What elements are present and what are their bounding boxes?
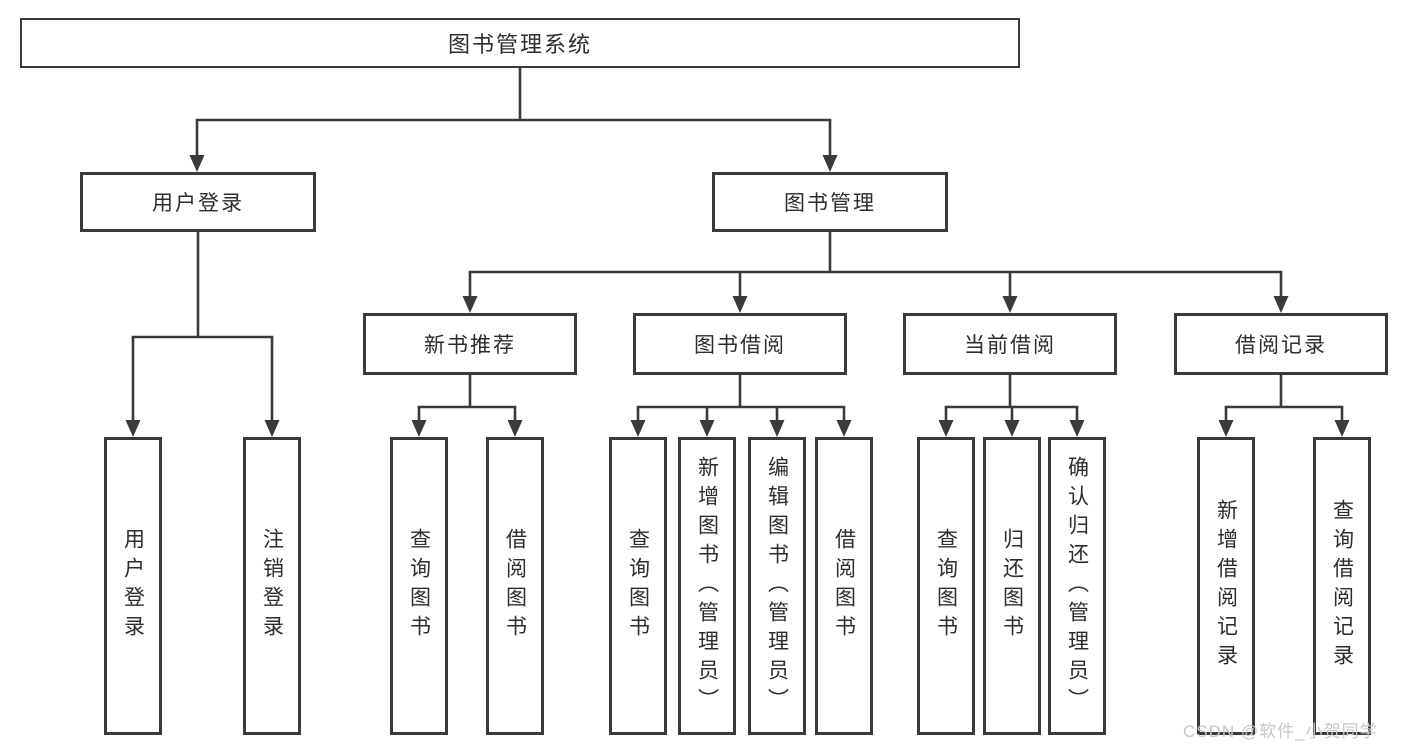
- leaf-query-borrow-record: 查询借阅记录: [1313, 437, 1371, 735]
- node-user-login: 用户登录: [80, 172, 316, 232]
- leaf-edit-books-admin: 编辑图书（管理员）: [748, 437, 806, 735]
- watermark: CSDN @软件_小贺同学: [1183, 722, 1378, 741]
- leaf-confirm-return-admin: 确认归还（管理员）: [1048, 437, 1106, 735]
- leaf-return-books: 归还图书: [983, 437, 1041, 735]
- node-library-management-system: 图书管理系统: [20, 18, 1020, 68]
- leaf-query-books-recommend: 查询图书: [390, 437, 448, 735]
- node-book-management: 图书管理: [712, 172, 948, 232]
- node-borrow-records: 借阅记录: [1174, 313, 1388, 375]
- leaf-add-borrow-record: 新增借阅记录: [1197, 437, 1255, 735]
- leaf-logout: 注销登录: [243, 437, 301, 735]
- node-book-borrow: 图书借阅: [633, 313, 847, 375]
- leaf-query-books-borrow: 查询图书: [609, 437, 667, 735]
- leaf-query-books-current: 查询图书: [917, 437, 975, 735]
- leaf-user-login: 用户登录: [104, 437, 162, 735]
- node-new-book-recommend: 新书推荐: [363, 313, 577, 375]
- leaf-borrow-books: 借阅图书: [815, 437, 873, 735]
- node-current-borrow: 当前借阅: [903, 313, 1117, 375]
- leaf-borrow-books-recommend: 借阅图书: [486, 437, 544, 735]
- leaf-add-books-admin: 新增图书（管理员）: [678, 437, 736, 735]
